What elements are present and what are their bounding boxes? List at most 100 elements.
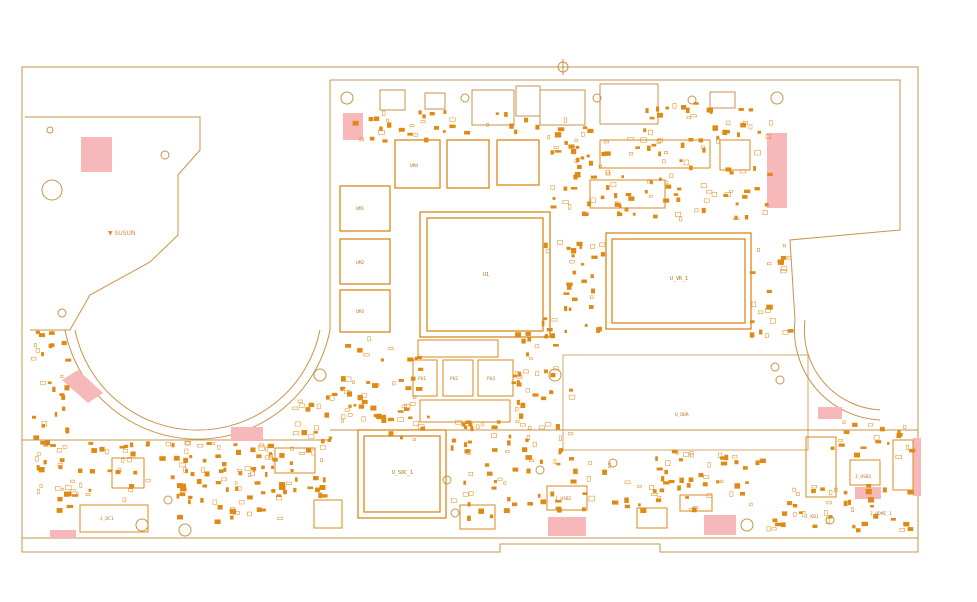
smd-pad (217, 445, 221, 450)
smd-pad (519, 423, 526, 427)
smd-pad (739, 169, 747, 174)
smd-pad (215, 454, 221, 459)
smd-pad (464, 449, 471, 454)
smd-pad (569, 457, 574, 461)
smd-pad (505, 450, 510, 453)
smd-pad (539, 459, 543, 464)
smd-pad (247, 511, 252, 517)
smd-pad (379, 126, 383, 132)
smd-pad (41, 352, 44, 357)
smd-pad (376, 413, 382, 420)
smd-pad (694, 208, 699, 213)
smd-pad (635, 146, 640, 149)
smd-pad (655, 498, 662, 503)
smd-pad (442, 130, 446, 133)
smd-pad (777, 259, 784, 265)
smd-pad (734, 460, 739, 465)
smd-pad (527, 426, 532, 430)
smd-pad (184, 441, 191, 446)
smd-pad (434, 125, 439, 130)
smd-pad (698, 138, 704, 143)
smd-pad (327, 439, 331, 442)
smd-pad (553, 459, 557, 465)
smd-pad (401, 404, 408, 408)
smd-pad (557, 507, 562, 513)
smd-pad (516, 382, 522, 387)
smd-pad (756, 248, 760, 252)
smd-pad (382, 139, 388, 143)
smd-pad (497, 477, 503, 481)
smd-pad (59, 393, 65, 396)
smd-pad (860, 446, 867, 449)
smd-pad (503, 481, 507, 485)
smd-pad (470, 426, 474, 432)
smd-pad (34, 343, 37, 348)
smd-pad (581, 279, 587, 284)
smd-pad (35, 330, 40, 334)
smd-pad (588, 461, 593, 465)
smd-pad (526, 468, 531, 474)
smd-pad (36, 452, 41, 456)
smd-pad (422, 114, 426, 119)
crosshair-icon (555, 59, 571, 75)
smd-pad (656, 467, 663, 471)
smd-pad (653, 214, 658, 219)
smd-pad (909, 448, 916, 453)
smd-pad (543, 242, 548, 248)
smd-pad (410, 401, 416, 406)
smd-pad (523, 369, 529, 374)
smd-pad (443, 110, 447, 114)
smd-pad (463, 480, 466, 485)
smd-pad (644, 190, 648, 194)
smd-pad (651, 143, 657, 147)
smd-pad (792, 503, 798, 508)
smd-pad (764, 203, 769, 207)
smd-pad (292, 406, 299, 411)
smd-pad (564, 329, 568, 334)
smd-pad (295, 477, 298, 482)
smd-pad (39, 483, 43, 488)
smd-pad (576, 241, 583, 246)
smd-pad (873, 435, 880, 441)
smd-pad (734, 483, 741, 489)
smd-pad (183, 457, 188, 463)
smd-pad (322, 477, 326, 483)
smd-pad (569, 260, 575, 264)
smd-pad (574, 171, 581, 178)
smd-pad (581, 132, 585, 137)
smd-pad (575, 145, 580, 149)
smd-pad (429, 112, 435, 116)
smd-pad (693, 102, 699, 105)
smd-pad (496, 420, 501, 424)
smd-pad (605, 185, 610, 190)
smd-pad (88, 441, 94, 445)
smd-pad (449, 124, 456, 129)
smd-pad (685, 496, 689, 499)
smd-pad (196, 479, 202, 485)
smd-pad (258, 445, 265, 451)
smd-pad (468, 491, 474, 496)
smd-pad (308, 434, 315, 439)
smd-pad (122, 497, 127, 503)
smd-pad (512, 467, 519, 472)
smd-pad (742, 195, 748, 199)
smd-pad (570, 479, 577, 484)
smd-pad (217, 504, 223, 510)
smd-pad (185, 468, 188, 474)
smd-pad (787, 256, 792, 260)
smd-pad (478, 508, 485, 514)
smd-pad (463, 442, 468, 448)
smd-pad (870, 504, 874, 508)
smd-pad (614, 202, 621, 207)
smd-pad (744, 215, 749, 220)
smd-pad (668, 479, 675, 484)
smd-pad (603, 140, 610, 144)
smd-pad (566, 246, 571, 250)
smd-pad (640, 508, 647, 513)
smd-pad (843, 500, 848, 507)
smd-pad (367, 336, 371, 342)
smd-pad (547, 135, 551, 140)
smd-pad (476, 424, 480, 429)
smd-pad (787, 501, 793, 506)
smd-pad (413, 133, 418, 137)
